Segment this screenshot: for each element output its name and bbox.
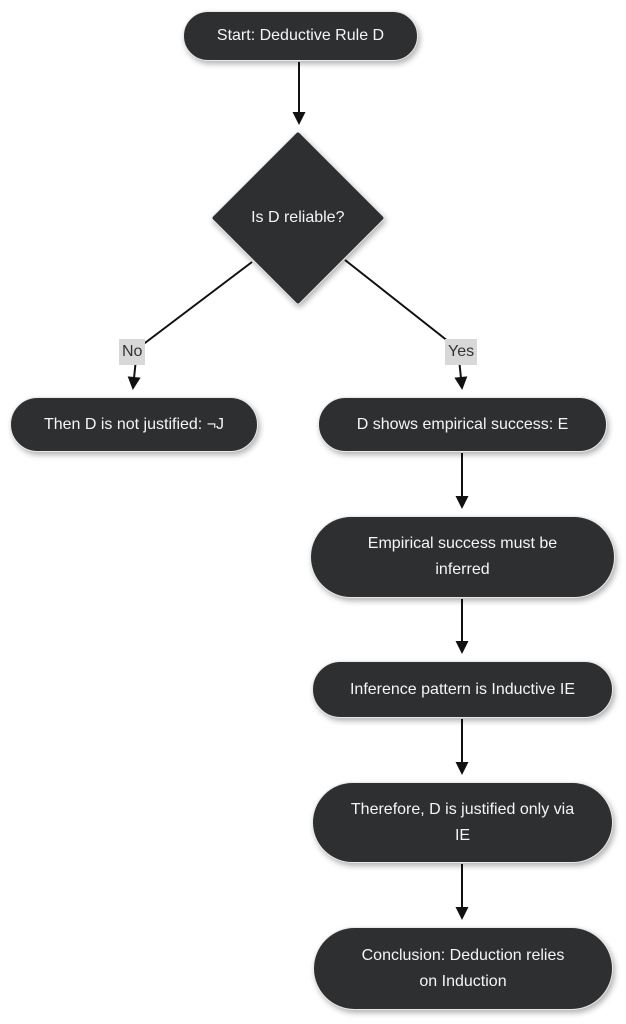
node-start-label: Start: Deductive Rule D <box>216 27 385 44</box>
node-inference-pattern-label: Inference pattern is Inductive IE <box>349 680 575 698</box>
node-not-justified-label: Then D is not justified: ¬J <box>43 415 225 433</box>
node-empirical-success-label: D shows empirical success: E <box>356 415 569 433</box>
node-conclusion: Conclusion: Deduction relies on Inductio… <box>313 927 613 1010</box>
node-decision-label: Is D reliable? <box>251 209 345 226</box>
edge-decision-to-empirical-success <box>344 259 468 390</box>
node-empirical-success: D shows empirical success: E <box>318 397 607 452</box>
node-conclusion-label-line1: Conclusion: Deduction relies <box>361 946 565 964</box>
node-not-justified: Then D is not justified: ¬J <box>10 397 258 452</box>
node-justified-via-ie: Therefore, D is justified only via IE <box>312 782 613 863</box>
edge-label-no: No <box>119 339 146 365</box>
node-justified-via-ie-label-line1: Therefore, D is justified only via <box>350 800 575 818</box>
node-justified-via-ie-label-line2: IE <box>454 826 471 844</box>
node-inference-pattern: Inference pattern is Inductive IE <box>312 661 613 718</box>
edge-decision-to-not-justified <box>127 261 253 390</box>
node-must-be-inferred-label-line1: Empirical success must be <box>367 535 558 552</box>
node-must-be-inferred-label-line2: inferred <box>435 561 490 578</box>
node-start: Start: Deductive Rule D <box>183 11 418 61</box>
edge-label-yes: Yes <box>445 339 478 365</box>
node-must-be-inferred: Empirical success must be inferred <box>310 516 615 598</box>
node-conclusion-label-line2: on Induction <box>419 972 507 990</box>
